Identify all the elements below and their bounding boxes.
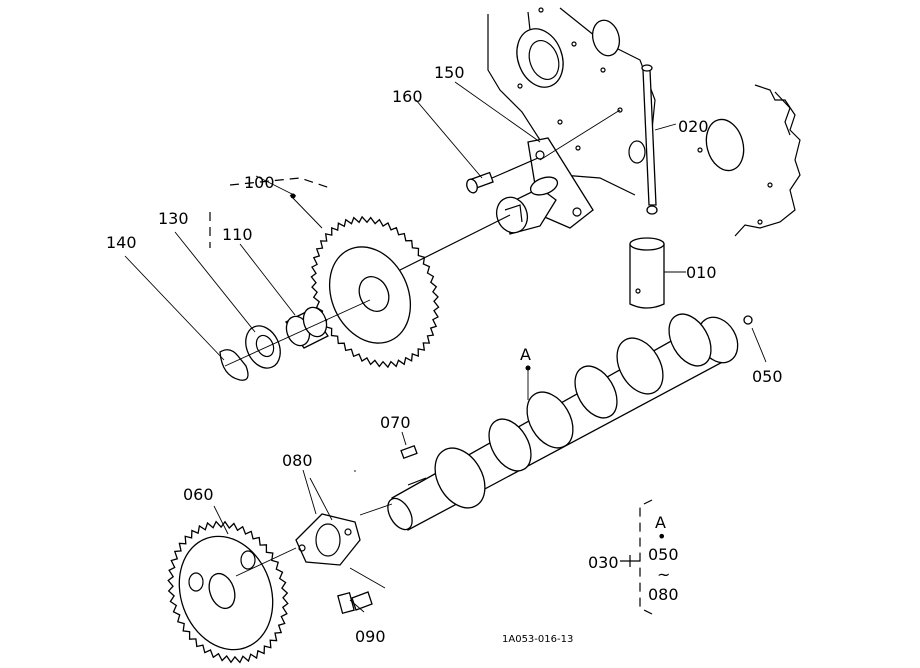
bolt <box>337 591 373 615</box>
label-090: 090 <box>355 627 386 646</box>
idle-gear <box>310 214 511 369</box>
label-160: 160 <box>392 87 423 106</box>
label-020: 020 <box>678 117 709 136</box>
legend-a: A <box>655 513 666 532</box>
marker-dot-a <box>525 365 531 371</box>
idle-gear-shaft <box>466 137 594 235</box>
camshaft <box>359 313 753 531</box>
tappet <box>629 237 686 309</box>
label-110: 110 <box>222 225 253 244</box>
label-150: 150 <box>434 63 465 82</box>
label-100: 100 <box>244 173 275 192</box>
label-060: 060 <box>183 485 214 504</box>
legend-from: 050 <box>648 545 679 564</box>
label-080: 080 <box>282 451 313 470</box>
push-rod <box>641 64 677 215</box>
legend-dot: • <box>657 527 666 546</box>
engine-housing <box>487 7 801 237</box>
legend-to: 080 <box>648 585 679 604</box>
cam-gear <box>167 520 297 664</box>
figure-code: 1A053-016-13 <box>502 634 573 645</box>
thrust-plate <box>295 477 386 589</box>
leader-lines <box>124 81 767 613</box>
label-010: 010 <box>686 263 717 282</box>
label-140: 140 <box>106 233 137 252</box>
legend-tilde: ~ <box>657 565 670 584</box>
assembly-legend: A • 050 ~ 080 <box>620 499 679 615</box>
label-050: 050 <box>752 367 783 386</box>
label-030: 030 <box>588 553 619 572</box>
marker-dot-100 <box>290 193 296 199</box>
bushing-washer-circlip <box>219 299 371 381</box>
label-130: 130 <box>158 209 189 228</box>
label-070: 070 <box>380 413 411 432</box>
label-a: A <box>520 345 531 364</box>
